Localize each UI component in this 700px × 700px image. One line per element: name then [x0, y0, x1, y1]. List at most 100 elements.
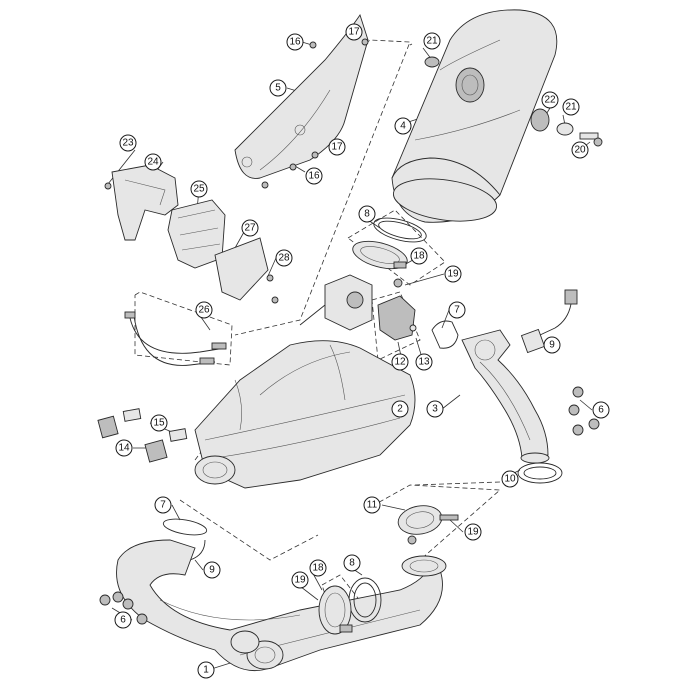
svg-text:18: 18 [413, 251, 425, 262]
svg-text:6: 6 [120, 615, 126, 626]
callout-c18a: 18 [410, 247, 428, 265]
callout-c18b: 18 [309, 559, 327, 577]
callout-c17b: 17 [328, 138, 346, 156]
callout-c6b: 6 [114, 611, 132, 629]
clamp-middle [397, 505, 459, 545]
gasket-bottom [162, 518, 208, 536]
svg-text:14: 14 [118, 443, 130, 454]
svg-text:8: 8 [349, 558, 355, 569]
callout-c3: 3 [426, 400, 444, 418]
svg-text:16: 16 [308, 171, 320, 182]
gasket-ring-top [373, 217, 427, 243]
svg-text:10: 10 [504, 474, 516, 485]
callout-c21a: 21 [423, 32, 441, 50]
callout-c26: 26 [195, 301, 213, 319]
muffler [391, 9, 558, 223]
callout-c19a: 19 [444, 265, 462, 283]
callout-c24: 24 [144, 153, 162, 171]
callout-c6a: 6 [592, 401, 610, 419]
servo-motor [167, 199, 226, 269]
svg-text:17: 17 [348, 27, 360, 38]
svg-text:4: 4 [400, 121, 406, 132]
svg-text:2: 2 [397, 404, 403, 415]
svg-text:8: 8 [364, 209, 370, 220]
svg-text:19: 19 [447, 269, 459, 280]
callout-c23: 23 [119, 134, 137, 152]
clamp-top [352, 240, 408, 288]
exhaust-valve [299, 274, 373, 331]
callout-c20: 20 [571, 141, 589, 159]
svg-text:15: 15 [153, 418, 165, 429]
callout-c19c: 19 [291, 571, 309, 589]
svg-text:25: 25 [193, 184, 205, 195]
svg-text:16: 16 [289, 37, 301, 48]
lambda-sensor-top [520, 289, 578, 354]
callout-c5: 5 [269, 79, 287, 97]
svg-text:11: 11 [367, 500, 378, 511]
svg-text:3: 3 [432, 404, 438, 415]
gasket-ring-right [517, 462, 563, 484]
callout-c2: 2 [391, 400, 409, 418]
svg-text:18: 18 [312, 563, 324, 574]
callout-c17a: 17 [345, 23, 363, 41]
svg-text:20: 20 [574, 145, 586, 156]
callout-c8a: 8 [358, 205, 376, 223]
heat-shield [234, 13, 369, 189]
header-pipe-main [116, 539, 447, 672]
callout-c1: 1 [197, 661, 215, 679]
callout-c10: 10 [501, 470, 519, 488]
callout-c8b: 8 [343, 554, 361, 572]
bumpers [97, 408, 188, 463]
gasket-top [431, 320, 459, 349]
nuts-left [99, 591, 148, 625]
callout-c19b: 19 [464, 523, 482, 541]
callout-c16b: 16 [305, 167, 323, 185]
callout-c4: 4 [394, 117, 412, 135]
callout-c27: 27 [241, 219, 259, 237]
svg-text:23: 23 [122, 138, 134, 149]
callout-c9a: 9 [543, 336, 561, 354]
svg-text:28: 28 [278, 253, 290, 264]
svg-text:24: 24 [147, 157, 159, 168]
svg-text:19: 19 [294, 575, 306, 586]
svg-text:21: 21 [565, 102, 577, 113]
svg-text:9: 9 [209, 565, 215, 576]
callout-c12: 12 [391, 353, 409, 371]
callout-c16a: 16 [286, 33, 304, 51]
callout-c21b: 21 [562, 98, 580, 116]
callout-c13: 13 [415, 353, 433, 371]
callout-c25: 25 [190, 180, 208, 198]
callout-c9b: 9 [203, 561, 221, 579]
svg-text:7: 7 [160, 500, 166, 511]
bowden-cables [124, 311, 227, 366]
svg-text:12: 12 [394, 357, 406, 368]
callout-c7b: 7 [154, 496, 172, 514]
clamp-bottom [318, 585, 353, 635]
servo-cover [104, 164, 179, 241]
svg-text:6: 6 [598, 405, 604, 416]
svg-text:22: 22 [544, 95, 556, 106]
callout-labels: 16 17 21 5 4 22 21 20 23 24 17 16 25 8 2… [114, 23, 610, 679]
svg-text:1: 1 [203, 665, 209, 676]
muffler-mount-hardware [424, 56, 603, 147]
callout-c11: 11 [363, 496, 381, 514]
callout-c14: 14 [115, 439, 133, 457]
catalyst-box [194, 340, 416, 489]
header-pipe-right [461, 329, 550, 464]
callout-c7a: 7 [448, 301, 466, 319]
svg-text:9: 9 [549, 340, 555, 351]
callout-c15: 15 [150, 414, 168, 432]
svg-text:19: 19 [467, 527, 479, 538]
svg-text:26: 26 [198, 305, 210, 316]
svg-text:5: 5 [275, 83, 281, 94]
svg-text:7: 7 [454, 305, 460, 316]
servo-bracket [214, 237, 279, 304]
svg-text:27: 27 [244, 223, 256, 234]
svg-text:13: 13 [418, 357, 430, 368]
svg-text:21: 21 [426, 36, 438, 47]
valve-cover [377, 295, 417, 341]
callout-c22: 22 [541, 91, 559, 109]
svg-text:17: 17 [331, 142, 343, 153]
callout-c28: 28 [275, 249, 293, 267]
